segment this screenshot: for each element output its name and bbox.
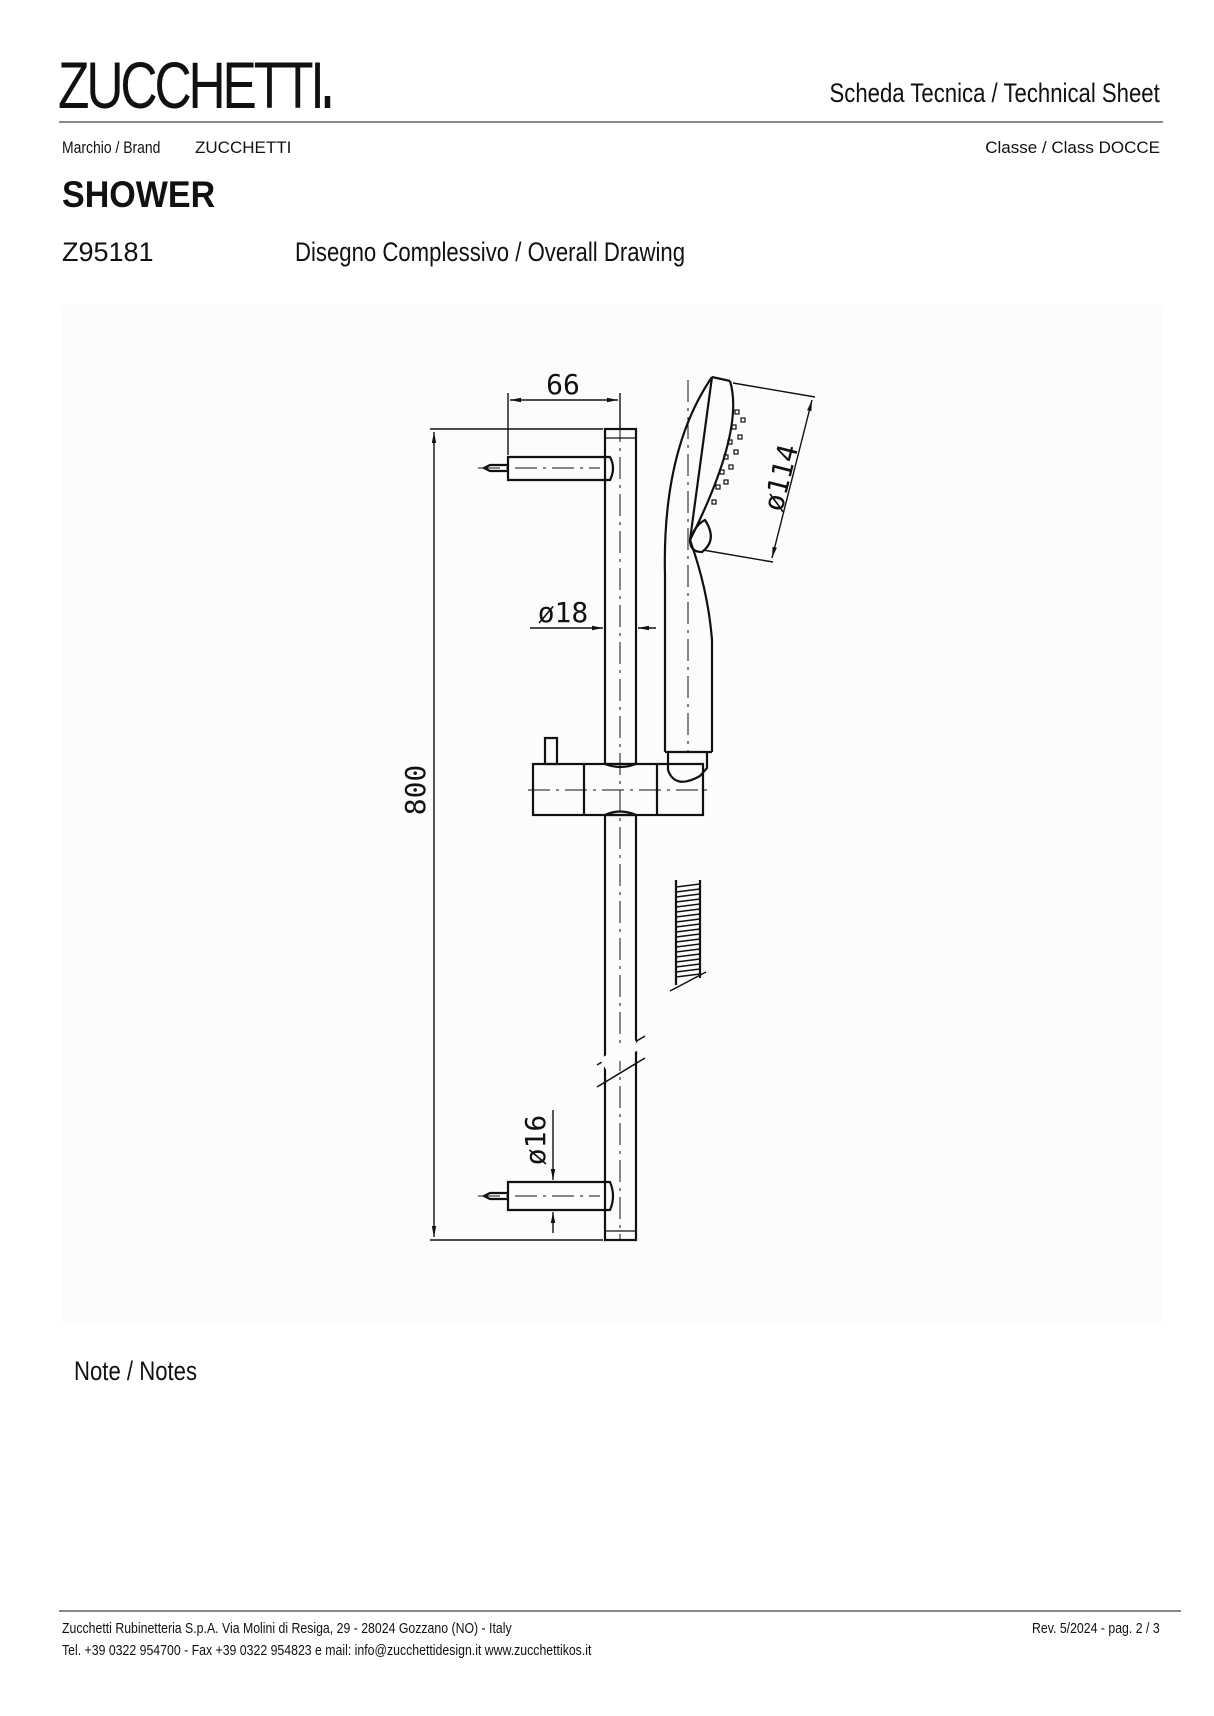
dimension-lines xyxy=(430,382,816,1241)
slider-holder xyxy=(528,736,712,817)
wall-bracket-bottom xyxy=(478,1180,615,1212)
sheet-title: Scheda Tecnica / Technical Sheet xyxy=(829,78,1160,108)
wall-bracket-top xyxy=(478,455,615,482)
class-label: Classe / Class DOCCE xyxy=(985,138,1160,157)
dim-rail-diameter: ø18 xyxy=(538,596,589,629)
footer-contacts: Tel. +39 0322 954700 - Fax +39 0322 9548… xyxy=(62,1642,592,1659)
footer-revision-page: Rev. 5/2024 - pag. 2 / 3 xyxy=(1032,1620,1160,1637)
footer-divider xyxy=(59,1610,1181,1612)
dim-bracket-diameter: ø16 xyxy=(519,1115,552,1166)
technical-drawing: 66 ø18 800 ø16 ø114 xyxy=(62,305,1162,1325)
footer-address: Zucchetti Rubinetteria S.p.A. Via Molini… xyxy=(62,1620,512,1637)
brand-label: Marchio / Brand xyxy=(62,138,161,157)
header-divider xyxy=(59,121,1163,123)
dim-800: 800 xyxy=(399,765,432,816)
spray-nozzles xyxy=(711,409,746,505)
hand-shower xyxy=(663,375,746,783)
slide-rail xyxy=(596,420,646,1242)
shower-drawing-svg: 66 ø18 800 ø16 ø114 xyxy=(399,368,816,1242)
product-type-heading: SHOWER xyxy=(62,174,216,215)
drawing-title: Disegno Complessivo / Overall Drawing xyxy=(295,237,686,267)
logo-dot xyxy=(324,96,331,108)
dim-66: 66 xyxy=(546,368,580,401)
product-code: Z95181 xyxy=(62,237,154,267)
shower-hose xyxy=(669,880,707,992)
notes-label: Note / Notes xyxy=(74,1356,198,1386)
brand-value: ZUCCHETTI xyxy=(195,138,292,157)
dim-head-diameter: ø114 xyxy=(757,441,805,514)
brand-logo: ZUCCHETTI xyxy=(58,52,331,118)
logo-text: ZUCCHETTI xyxy=(58,48,325,122)
